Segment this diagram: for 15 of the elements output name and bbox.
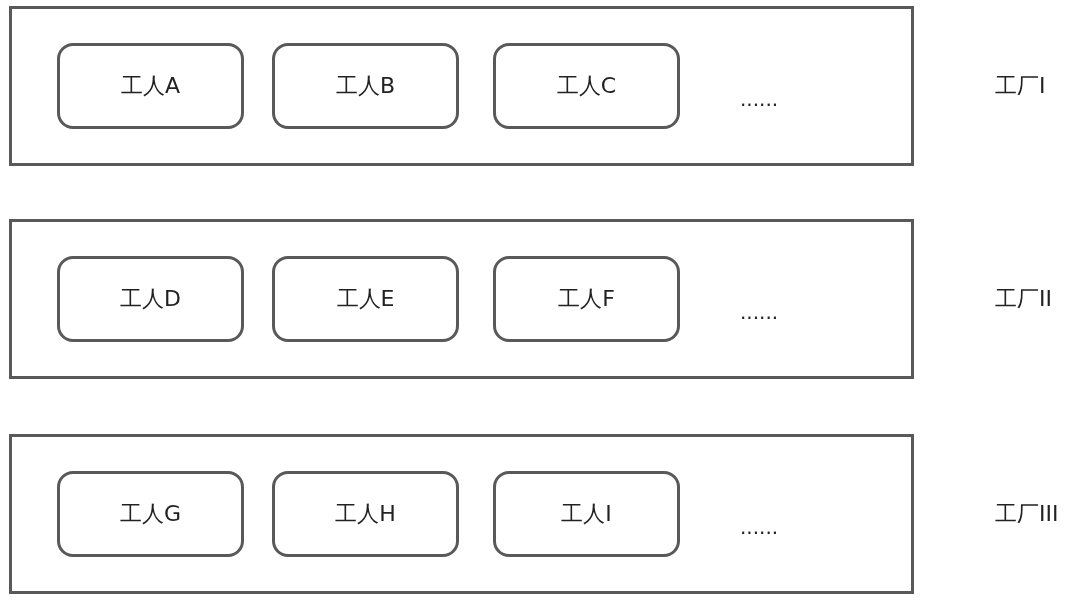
worker-box: 工人A <box>57 43 244 129</box>
worker-box: 工人F <box>493 256 680 342</box>
worker-box: 工人E <box>272 256 459 342</box>
factory-label: 工厂II <box>995 285 1052 313</box>
worker-box: 工人B <box>272 43 459 129</box>
worker-box: 工人G <box>57 471 244 557</box>
ellipsis: ...... <box>740 515 779 539</box>
ellipsis: ...... <box>740 87 779 111</box>
worker-box: 工人H <box>272 471 459 557</box>
worker-box: 工人D <box>57 256 244 342</box>
worker-box: 工人I <box>493 471 680 557</box>
factory-label: 工厂III <box>995 500 1059 528</box>
ellipsis: ...... <box>740 300 779 324</box>
factory-label: 工厂I <box>995 72 1046 100</box>
worker-box: 工人C <box>493 43 680 129</box>
